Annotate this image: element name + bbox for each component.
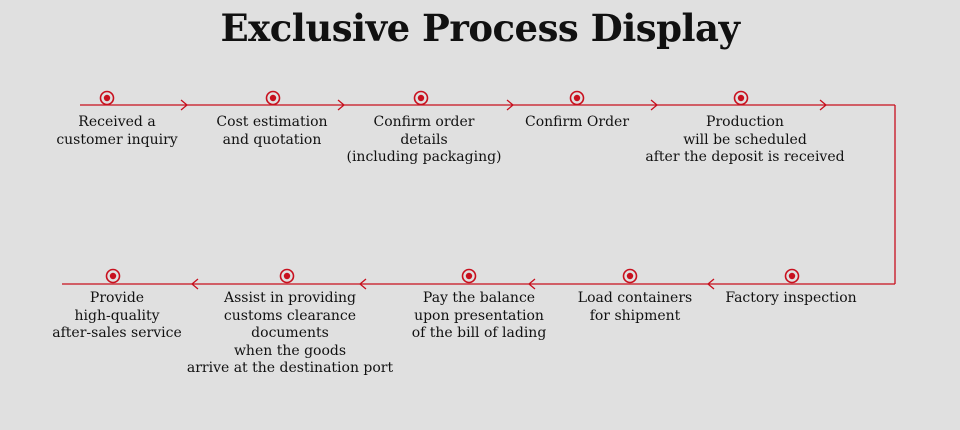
arrow-left-icon (527, 278, 536, 290)
step-label-pay-balance: Pay the balance upon presentation of the… (411, 290, 547, 341)
page-title: Exclusive Process Display (220, 6, 740, 50)
step-marker-icon (784, 268, 800, 284)
step-marker-icon (265, 90, 281, 106)
step-marker-icon (105, 268, 121, 284)
step-label-cost-estimation: Cost estimation and quotation (216, 114, 328, 148)
arrow-left-icon (706, 278, 715, 290)
step-label-received-inquiry: Received a customer inquiry (56, 114, 178, 148)
arrow-left-icon (190, 278, 199, 290)
step-marker-icon (569, 90, 585, 106)
arrow-right-icon (180, 99, 189, 111)
step-marker-icon (413, 90, 429, 106)
step-marker-icon (279, 268, 295, 284)
step-label-confirm-order: Confirm Order (524, 114, 630, 130)
bottom-arrows (190, 278, 715, 290)
step-marker-icon (99, 90, 115, 106)
step-marker-icon (733, 90, 749, 106)
step-marker-icon (622, 268, 638, 284)
step-label-customs-clearance: Assist in providing customs clearance do… (186, 290, 394, 376)
step-label-confirm-order-details: Confirm order details (including packagi… (346, 114, 502, 165)
step-marker-icon (461, 268, 477, 284)
top-arrows (180, 99, 828, 111)
arrow-right-icon (337, 99, 346, 111)
step-label-after-sales: Provide high-quality after-sales service (52, 290, 182, 341)
step-label-production: Production will be scheduled after the d… (645, 114, 845, 165)
arrow-right-icon (819, 99, 828, 111)
arrow-right-icon (506, 99, 515, 111)
step-label-load-containers: Load containers for shipment (577, 290, 693, 324)
arrow-right-icon (650, 99, 659, 111)
arrow-left-icon (358, 278, 367, 290)
step-label-factory-inspection: Factory inspection (725, 290, 857, 306)
